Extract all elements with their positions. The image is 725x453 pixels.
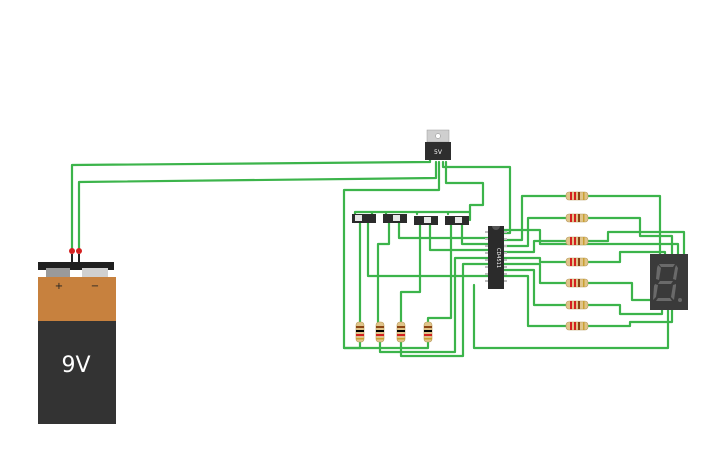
- ic-cd4511[interactable]: CD4511: [485, 226, 507, 289]
- slide-switch-4[interactable]: [445, 216, 469, 225]
- battery-voltage-label: 9V: [61, 353, 90, 378]
- battery-body: [38, 321, 116, 424]
- slide-switch-1[interactable]: [352, 214, 376, 223]
- wire-gnd-rail: [342, 160, 441, 350]
- segment-b: [673, 265, 678, 280]
- segment-c: [671, 284, 676, 300]
- segment-d: [656, 298, 672, 301]
- wire-switch4-out: [426, 222, 453, 324]
- wire-switch2-ic: [397, 220, 490, 240]
- segment-dp: [678, 298, 682, 302]
- wires: [70, 150, 686, 358]
- battery-minus-label: −: [91, 281, 99, 292]
- wire-switch4-ic: [460, 222, 490, 246]
- wire-battery-positive: [70, 150, 432, 252]
- segment-f: [656, 265, 661, 280]
- segment-resistor-f[interactable]: [565, 300, 589, 310]
- wire-seg-b: [586, 216, 674, 257]
- regulator-body: [425, 142, 451, 160]
- voltage-regulator[interactable]: 5V: [425, 129, 451, 160]
- wire-seg-f: [586, 303, 664, 316]
- battery-terminal-positive: [46, 268, 70, 278]
- pulldown-resistor-3[interactable]: [396, 321, 406, 343]
- ic-pins: [485, 231, 507, 282]
- battery-lead-positive: [69, 248, 75, 254]
- ic-body: [488, 226, 504, 289]
- segment-resistors: [565, 191, 589, 331]
- display-segments: [653, 264, 682, 302]
- wire-ic-out-g: [501, 274, 568, 328]
- slide-switch-3[interactable]: [414, 216, 438, 225]
- wire-ic-out-a: [501, 194, 568, 242]
- segment-resistor-b[interactable]: [565, 213, 589, 223]
- regulator-label: 5V: [434, 149, 443, 156]
- wire-ic-out-c: [501, 239, 568, 254]
- switch-1-knob[interactable]: [355, 215, 362, 221]
- pulldown-resistor-4[interactable]: [423, 321, 433, 343]
- wire-ic-out-d: [501, 256, 568, 264]
- slide-switch-2[interactable]: [383, 214, 407, 223]
- wire-seg-d: [586, 250, 667, 264]
- battery-lead-negative: [76, 248, 82, 254]
- wire-ic-gnd: [472, 283, 670, 350]
- segment-resistor-g[interactable]: [565, 321, 589, 331]
- wire-ic-out-b: [501, 216, 568, 248]
- wire-display-common: [501, 228, 680, 257]
- wire-switch-supply: [353, 210, 472, 224]
- battery-top-band: [38, 277, 116, 322]
- wire-vcc-switches: [444, 160, 485, 222]
- ic-label: CD4511: [495, 248, 501, 268]
- wire-switch3-ic: [428, 222, 490, 252]
- segment-resistor-c[interactable]: [565, 236, 589, 246]
- wire-ic-out-f: [501, 268, 568, 307]
- segment-a: [659, 264, 675, 267]
- segment-resistor-d[interactable]: [565, 257, 589, 267]
- switch-3-knob[interactable]: [424, 217, 431, 223]
- wire-ic-out-e: [501, 262, 568, 285]
- switch-4-knob[interactable]: [455, 217, 462, 223]
- pulldown-resistor-1[interactable]: [355, 321, 365, 343]
- seven-segment-display[interactable]: 8.: [650, 254, 688, 310]
- switch-2-knob[interactable]: [393, 215, 400, 221]
- battery-cap: [38, 262, 114, 270]
- segment-g: [658, 281, 673, 284]
- wire-seg-g: [586, 303, 674, 328]
- segment-e: [653, 284, 658, 300]
- pulldown-resistor-2[interactable]: [375, 321, 385, 343]
- wire-seg-a: [586, 194, 662, 257]
- wire-switch3-out: [399, 222, 422, 324]
- segment-resistor-a[interactable]: [565, 191, 589, 201]
- battery-9v[interactable]: + − 9V: [38, 248, 116, 424]
- battery-plus-label: +: [55, 281, 63, 292]
- wire-vcc-to-ic: [441, 160, 512, 235]
- wire-switch1-ic: [366, 220, 490, 278]
- wire-switch2-out: [376, 220, 391, 324]
- segment-resistor-e[interactable]: [565, 278, 589, 288]
- battery-terminal-negative: [82, 268, 108, 278]
- wire-battery-negative: [77, 160, 438, 252]
- wire-seg-e: [586, 281, 658, 307]
